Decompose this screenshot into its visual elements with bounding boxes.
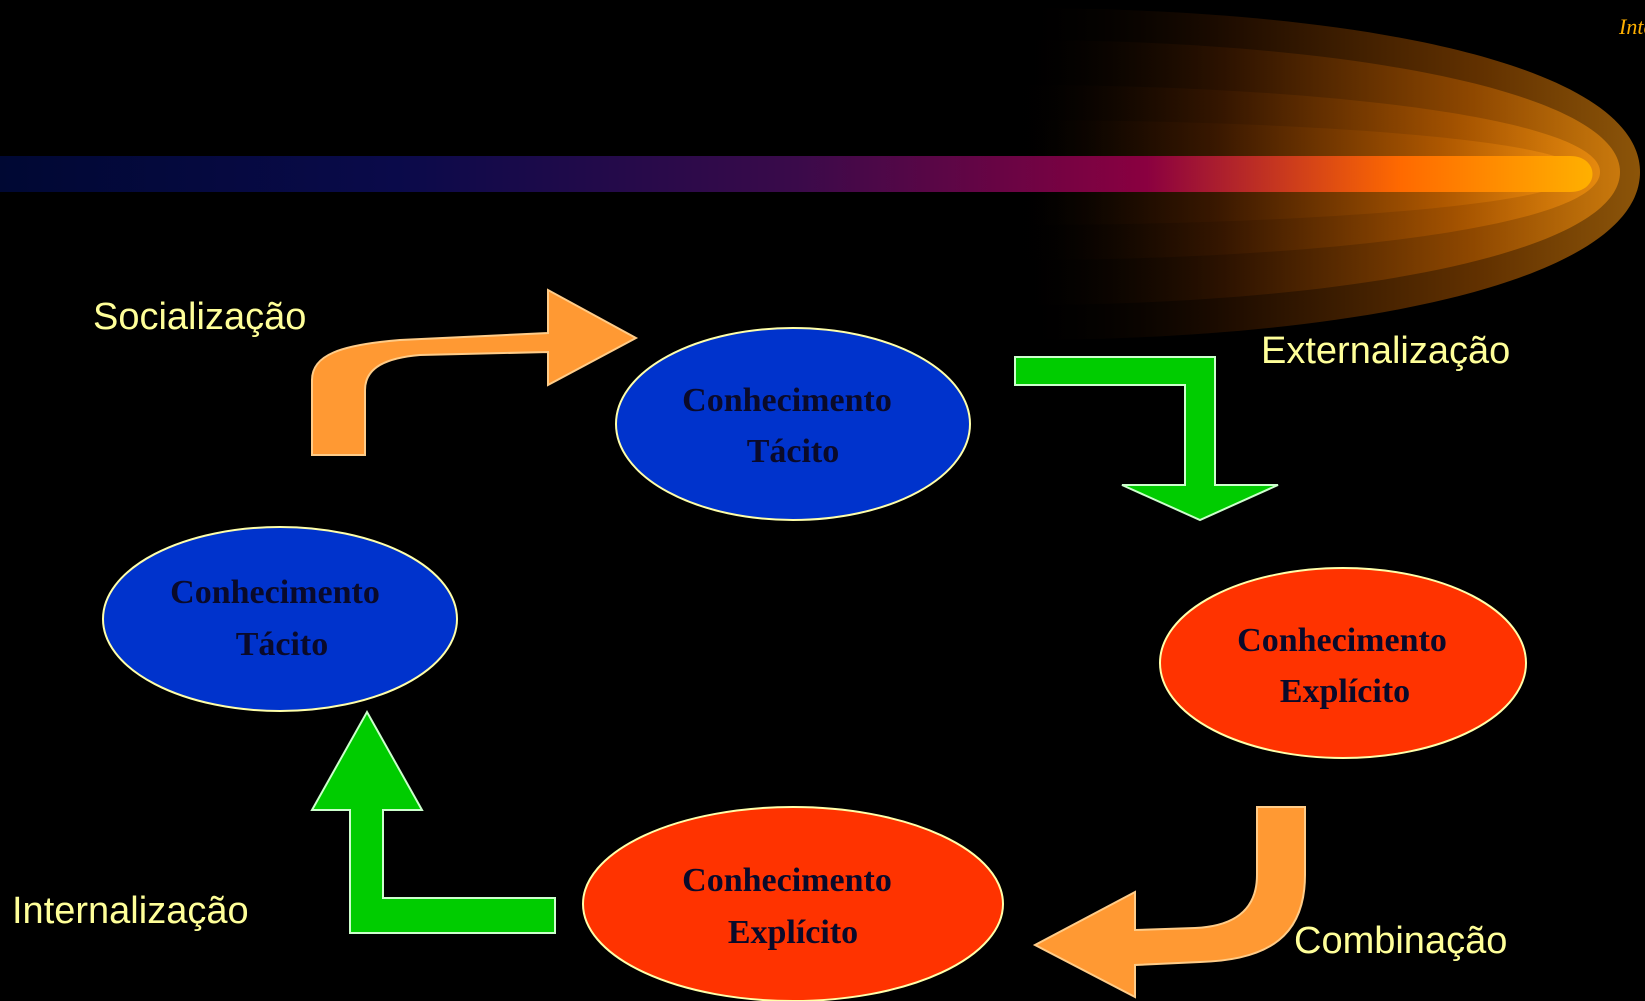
explicito-bottom-line1: Conhecimento <box>682 862 892 899</box>
header-comet-graphic <box>0 8 1645 340</box>
externalizacao-arrow <box>1014 356 1279 522</box>
node-tacito-top: Conhecimento Tácito <box>615 327 971 521</box>
tacito-top-line1: Conhecimento <box>682 382 892 419</box>
explicito-bottom-line2: Explícito <box>728 914 858 951</box>
label-combinacao: Combinação <box>1294 920 1508 962</box>
explicito-bottom-ellipse <box>582 806 1004 1001</box>
node-explicito-right: Conhecimento Explícito <box>1159 567 1527 759</box>
tacito-top-ellipse <box>615 327 971 521</box>
socializacao-arrow <box>311 288 639 456</box>
tacito-left-ellipse <box>102 526 458 712</box>
explicito-right-ellipse <box>1159 567 1527 759</box>
combinacao-arrow <box>1032 806 1306 999</box>
tacito-top-line2: Tácito <box>747 433 840 470</box>
tacito-left-line1: Conhecimento <box>170 574 380 611</box>
explicito-right-line2: Explícito <box>1280 673 1410 710</box>
label-socializacao: Socialização <box>93 296 307 338</box>
label-externalizacao: Externalização <box>1261 330 1511 372</box>
label-internalizacao: Internalização <box>12 890 249 932</box>
tacito-left-line2: Tácito <box>236 626 329 663</box>
internalizacao-arrow <box>310 709 556 934</box>
header-title: Intelect <box>1619 14 1645 39</box>
node-tacito-left: Conhecimento Tácito <box>102 526 458 712</box>
node-explicito-bottom: Conhecimento Explícito <box>582 806 1004 1001</box>
explicito-right-line1: Conhecimento <box>1237 622 1447 659</box>
